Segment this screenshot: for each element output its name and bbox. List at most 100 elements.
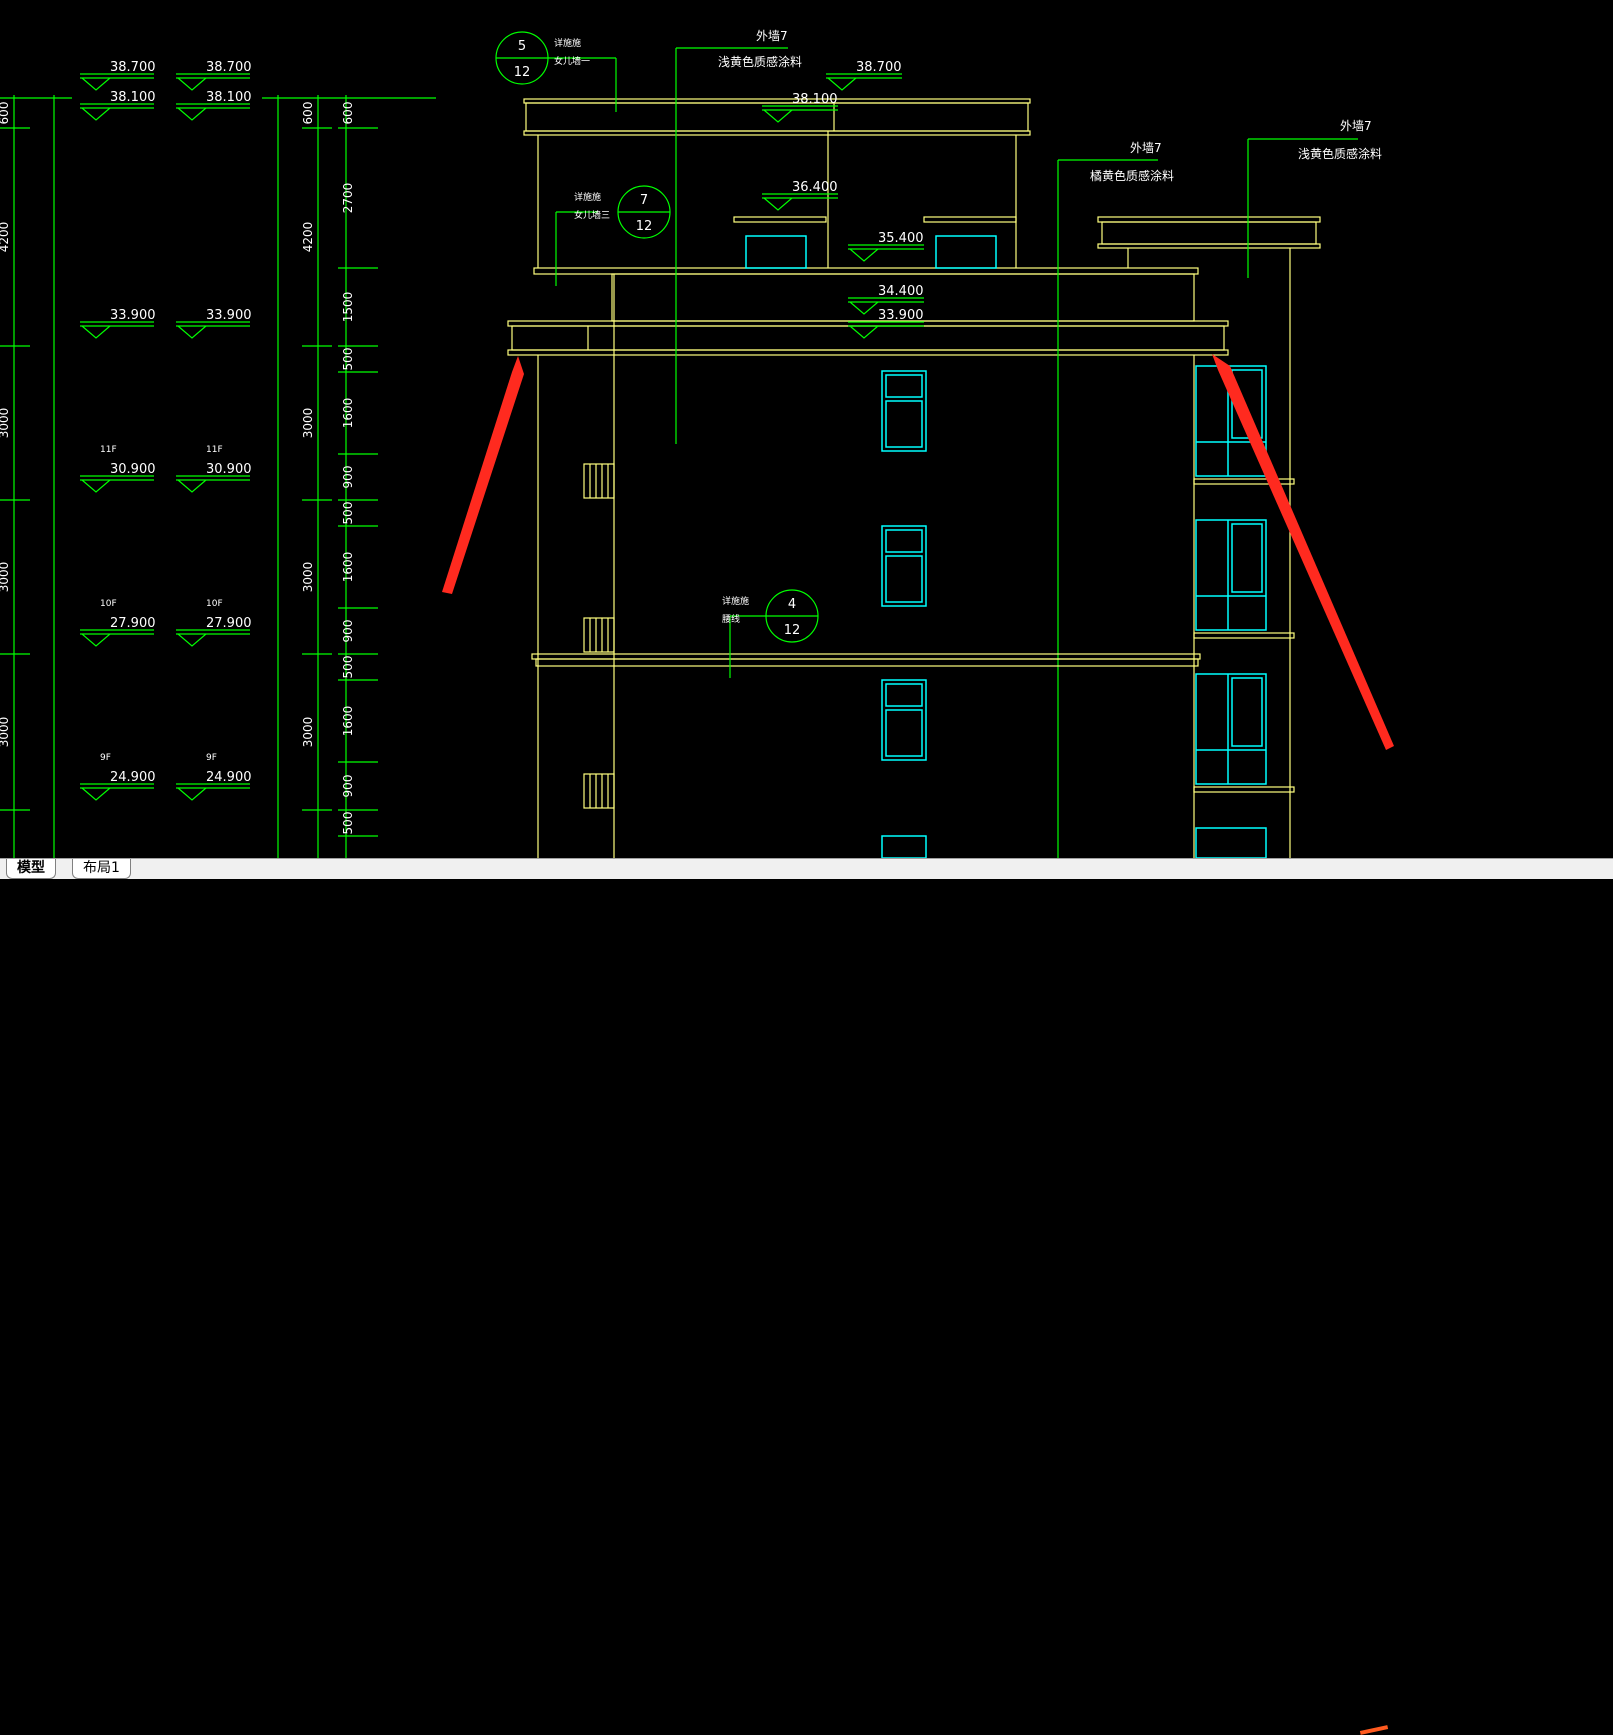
elevation-level: 36.400 [762,180,838,211]
level-value: 33.900 [206,308,252,323]
orange-annotation-mark [1359,1725,1389,1735]
level-value: 38.700 [856,60,902,75]
bubble-number: 4 [788,597,796,612]
dim-col3: 500 [341,348,355,371]
dim-col1: 3000 [0,562,11,593]
level-value: 38.100 [792,92,838,107]
dim-col3: 1600 [341,398,355,429]
bubble-sheet: 12 [636,219,653,234]
level-value: 35.400 [878,231,924,246]
dim-col3: 600 [341,102,355,125]
bubble-sheet: 12 [784,623,801,638]
bubble-number: 5 [518,39,526,54]
dim-col1: 600 [0,102,11,125]
layout-tab-bar: 模型 布局1 [0,858,1613,1735]
left-level-b: 38.100 [176,90,252,121]
level-value: 36.400 [792,180,838,195]
bubble-note2: 女儿墙三 [574,209,610,221]
level-value: 34.400 [878,284,924,299]
wall-note-title: 外墙7 [756,29,788,43]
level-value: 24.900 [110,770,156,785]
dim-col2: 4200 [301,222,315,253]
dim-col2: 3000 [301,717,315,748]
elevation-level: 35.400 [848,231,924,262]
left-level-b: 38.700 [176,60,252,91]
elevation-level: 33.900 [848,308,924,339]
left-level-b: 33.900 [176,308,252,339]
windows [745,235,1267,858]
level-value: 27.900 [110,616,156,631]
floor-label: 10F [206,599,223,609]
dim-col1: 3000 [0,408,11,439]
red-annotation-arrows [442,354,1394,750]
left-dimension-text: 600 4200 3000 3000 3000 600 4200 3000 3000 3000 60… [0,102,355,835]
floor-label: 10F [100,599,117,609]
left-level-a: 24.900 [80,770,156,801]
wall-note-desc: 橘黄色质感涂料 [1090,168,1174,183]
tab-layout1[interactable]: 布局1 [72,859,131,879]
level-value: 33.900 [110,308,156,323]
dim-col3: 2700 [341,183,355,214]
floor-label: 9F [100,753,111,763]
dim-col3: 900 [341,775,355,798]
wall-note-title: 外墙7 [1340,119,1372,133]
left-dimension-panel [0,95,436,858]
left-level-b: 30.900 [176,462,252,493]
red-arrow-left [442,356,524,594]
dim-col2: 3000 [301,562,315,593]
left-level-a: 38.100 [80,90,156,121]
cad-drawing-canvas[interactable]: 38.700 38.700 38.100 38.100 33.900 33.900 30.9… [0,0,1613,858]
level-value: 24.900 [206,770,252,785]
wall-note-desc: 浅黄色质感涂料 [718,54,802,69]
bubble-sheet: 12 [514,65,531,80]
elevation-level: 38.700 [826,60,902,91]
wall-note: 外墙7 橘黄色质感涂料 [1090,141,1174,183]
wall-note: 外墙7 浅黄色质感涂料 [1298,119,1382,161]
level-value: 38.100 [110,90,156,105]
bubble-note2: 女儿墙一 [554,55,590,67]
dim-col3: 500 [341,656,355,679]
leader-lines [548,47,1358,678]
wall-note-desc: 浅黄色质感涂料 [1298,146,1382,161]
dim-col1: 4200 [0,222,11,253]
bubble-note2: 腰线 [722,613,740,625]
left-level-markers: 38.700 38.700 38.100 38.100 33.900 33.900 30.9… [80,60,252,801]
bubble-note1: 详施施 [722,595,749,607]
elevation-level: 34.400 [848,284,924,315]
dim-col3: 1600 [341,552,355,583]
red-arrow-right [1212,354,1394,750]
dim-col3: 900 [341,466,355,489]
left-level-b: 27.900 [176,616,252,647]
level-value: 38.700 [206,60,252,75]
tab-model[interactable]: 模型 [6,859,56,879]
wall-note: 外墙7 浅黄色质感涂料 [718,29,802,69]
floor-label: 9F [206,753,217,763]
elevation-level-markers: 38.700 38.100 36.400 35.400 34.400 33.900 [762,60,924,339]
dim-col1: 3000 [0,717,11,748]
dim-col3: 500 [341,502,355,525]
dim-col3: 1500 [341,292,355,323]
floor-label: 11F [100,445,117,455]
dim-col2: 600 [301,102,315,125]
floor-label: 11F [206,445,223,455]
level-value: 38.700 [110,60,156,75]
level-value: 38.100 [206,90,252,105]
dim-col3: 1600 [341,706,355,737]
left-level-a: 38.700 [80,60,156,91]
dim-col2: 3000 [301,408,315,439]
left-level-a: 27.900 [80,616,156,647]
bubble-number: 7 [640,193,648,208]
left-level-a: 33.900 [80,308,156,339]
left-level-b: 24.900 [176,770,252,801]
level-value: 27.900 [206,616,252,631]
bubble-note1: 详施施 [574,191,601,203]
elevation-level: 38.100 [762,92,838,123]
bubble-note1: 详施施 [554,37,581,49]
wall-note-title: 外墙7 [1130,141,1162,155]
dim-col3: 900 [341,620,355,643]
